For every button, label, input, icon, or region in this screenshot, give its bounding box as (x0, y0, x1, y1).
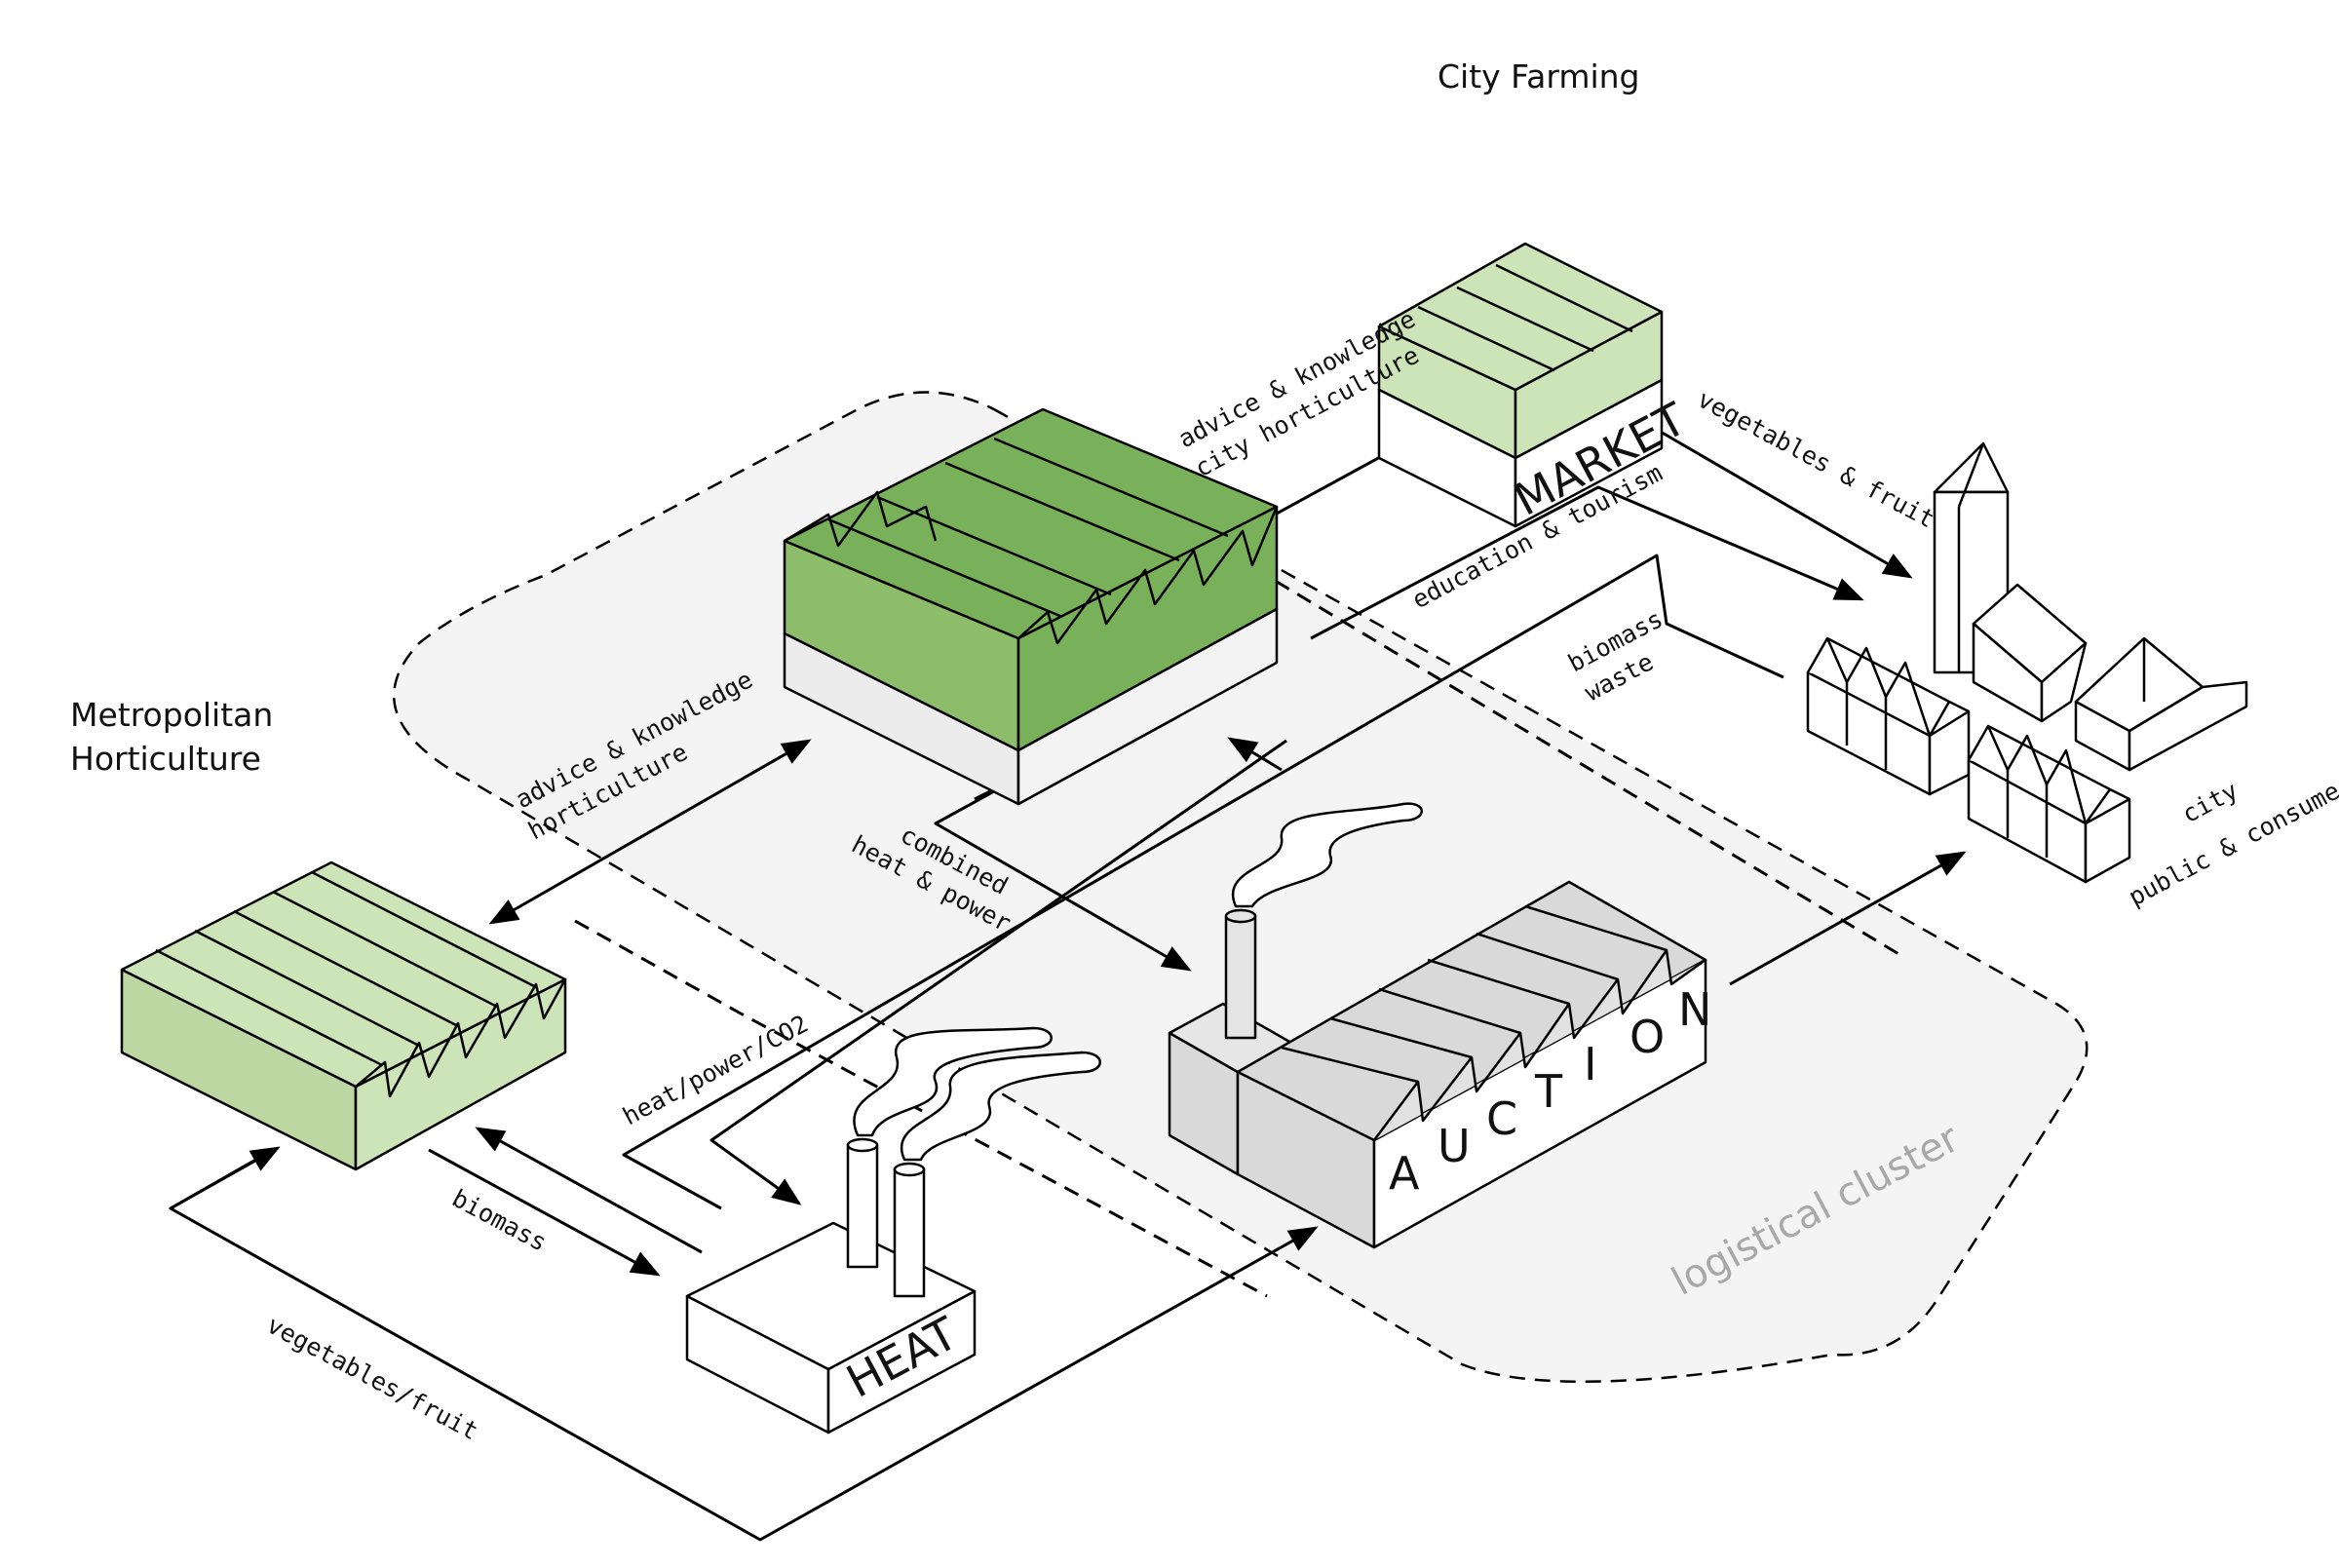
education-tourism-arrow (1310, 485, 1864, 640)
auction-sign: A U C T I O N (1389, 983, 1711, 1200)
svg-text:O: O (1630, 1011, 1665, 1063)
biomass-label: biomass (447, 1184, 552, 1257)
vegetables-fruit-up-arrow (170, 1146, 281, 1210)
auction-to-city-arrow (1729, 851, 1967, 986)
city-buildings (1806, 441, 2248, 884)
svg-text:I: I (1584, 1038, 1597, 1090)
auction-to-greenhouse-arrow (1227, 737, 1283, 772)
svg-text:U: U (1438, 1120, 1471, 1172)
svg-text:C: C (1486, 1092, 1517, 1145)
city-label-line1: city (2177, 776, 2243, 828)
biomass-to-heat-arrow (428, 1148, 661, 1277)
cluster-divider (1013, 425, 1901, 957)
vegetables-fruit-label: vegetables/fruit (262, 1311, 482, 1446)
biomass-waste-line (622, 554, 1784, 1210)
vegetables-city-label: vegetables & fruit (1693, 385, 1939, 534)
main-greenhouse (783, 407, 1279, 806)
advice-hort-arrow (488, 739, 812, 925)
cluster-divider-lower (574, 919, 1268, 1298)
heat-power-co2-label: heat/power/CO2 (618, 1010, 813, 1131)
heat-to-greenhouse-arrow (475, 1127, 703, 1254)
heat-plant: HEAT (685, 1026, 1101, 1434)
metropolitan-title-line2: Horticulture (70, 740, 261, 778)
vegetables-city-arrow (1646, 422, 1913, 579)
svg-text:A: A (1389, 1147, 1420, 1200)
svg-text:T: T (1534, 1065, 1563, 1118)
city-farming-title: City Farming (1438, 57, 1640, 96)
metropolitan-title-line1: Metropolitan (70, 696, 273, 734)
metropolitan-greenhouse (120, 860, 567, 1171)
co2-supply-line (709, 739, 1287, 1205)
svg-text:N: N (1678, 983, 1711, 1036)
auction-building: A U C T I O N (1168, 802, 1711, 1249)
